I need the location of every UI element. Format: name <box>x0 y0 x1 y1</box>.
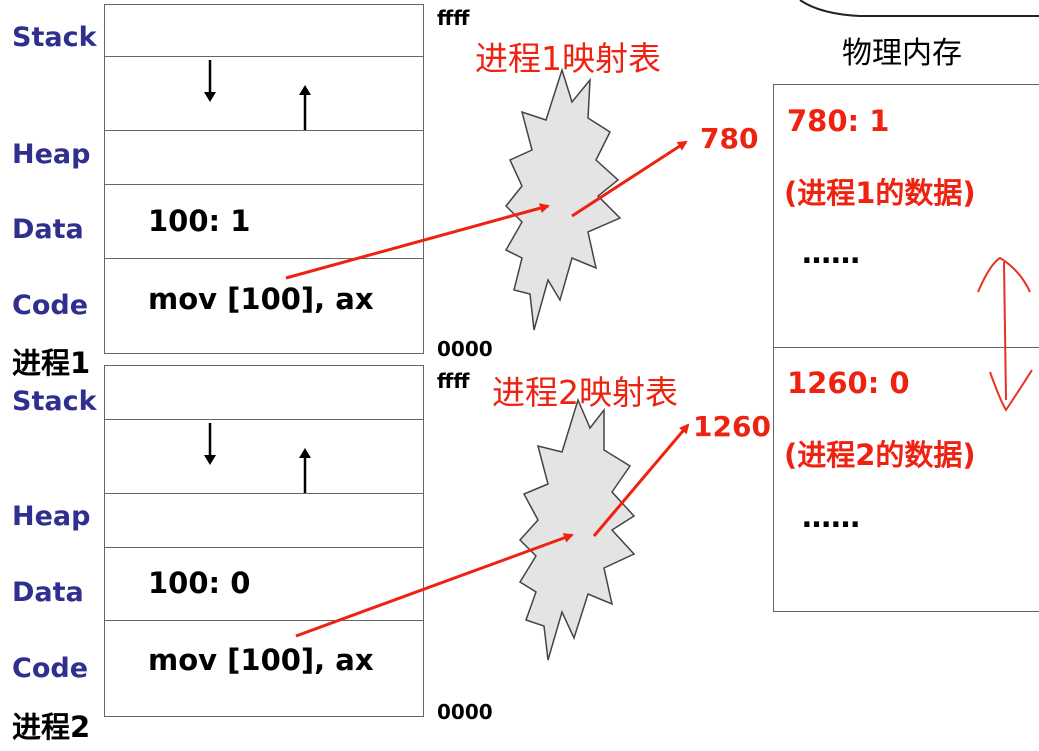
process1-divider <box>104 258 424 259</box>
process2-addr-bottom: 0000 <box>437 700 493 724</box>
process1-stack-label: Stack <box>12 22 97 53</box>
process2-heap-label: Heap <box>12 501 91 532</box>
process2-divider <box>104 493 424 494</box>
process2-code-label: Code <box>12 653 89 684</box>
process1-mapping-burst <box>504 67 622 331</box>
process1-divider <box>104 184 424 185</box>
process2-divider <box>104 419 424 420</box>
decorative-curve <box>799 0 1039 17</box>
process1-name: 进程1 <box>12 346 91 380</box>
physical-memory-block <box>773 84 1039 612</box>
process1-addr-top: ffff <box>437 6 470 30</box>
process2-mapping-table-title: 进程2映射表 <box>492 373 678 412</box>
physical-note-process2: (进程2的数据) <box>784 438 976 472</box>
process2-data-label: Data <box>12 577 84 608</box>
process2-mapped-address: 1260 <box>693 410 771 443</box>
physical-ellipsis-1: …… <box>802 236 860 270</box>
process2-table-to-physical-arrow <box>592 423 690 537</box>
physical-entry-780: 780: 1 <box>787 104 890 138</box>
process1-table-to-physical-arrow <box>571 140 688 218</box>
physical-ellipsis-2: …… <box>802 500 860 534</box>
process2-addr-top: ffff <box>437 369 470 393</box>
process2-mapping-burst <box>518 397 636 661</box>
process1-addr-bottom: 0000 <box>437 337 493 361</box>
process1-data-cell: 100: 1 <box>148 204 251 238</box>
process2-code-cell: mov [100], ax <box>148 643 374 677</box>
physical-note-process1: (进程1的数据) <box>784 176 976 210</box>
process1-divider <box>104 56 424 57</box>
process2-divider <box>104 620 424 621</box>
process2-name: 进程2 <box>12 710 91 744</box>
process1-heap-label: Heap <box>12 139 91 170</box>
process1-mapped-address: 780 <box>700 122 759 155</box>
process2-divider <box>104 547 424 548</box>
process2-stack-label: Stack <box>12 386 97 417</box>
process1-address-space <box>104 4 424 354</box>
process2-data-cell: 100: 0 <box>148 566 251 600</box>
physical-memory-title: 物理内存 <box>842 36 962 71</box>
process1-data-label: Data <box>12 214 84 245</box>
process1-code-label: Code <box>12 290 89 321</box>
physical-entry-1260: 1260: 0 <box>787 366 910 400</box>
process1-mapping-table-title: 进程1映射表 <box>475 39 661 78</box>
process1-divider <box>104 130 424 131</box>
physical-memory-divider <box>773 347 1039 348</box>
process1-code-cell: mov [100], ax <box>148 282 374 316</box>
